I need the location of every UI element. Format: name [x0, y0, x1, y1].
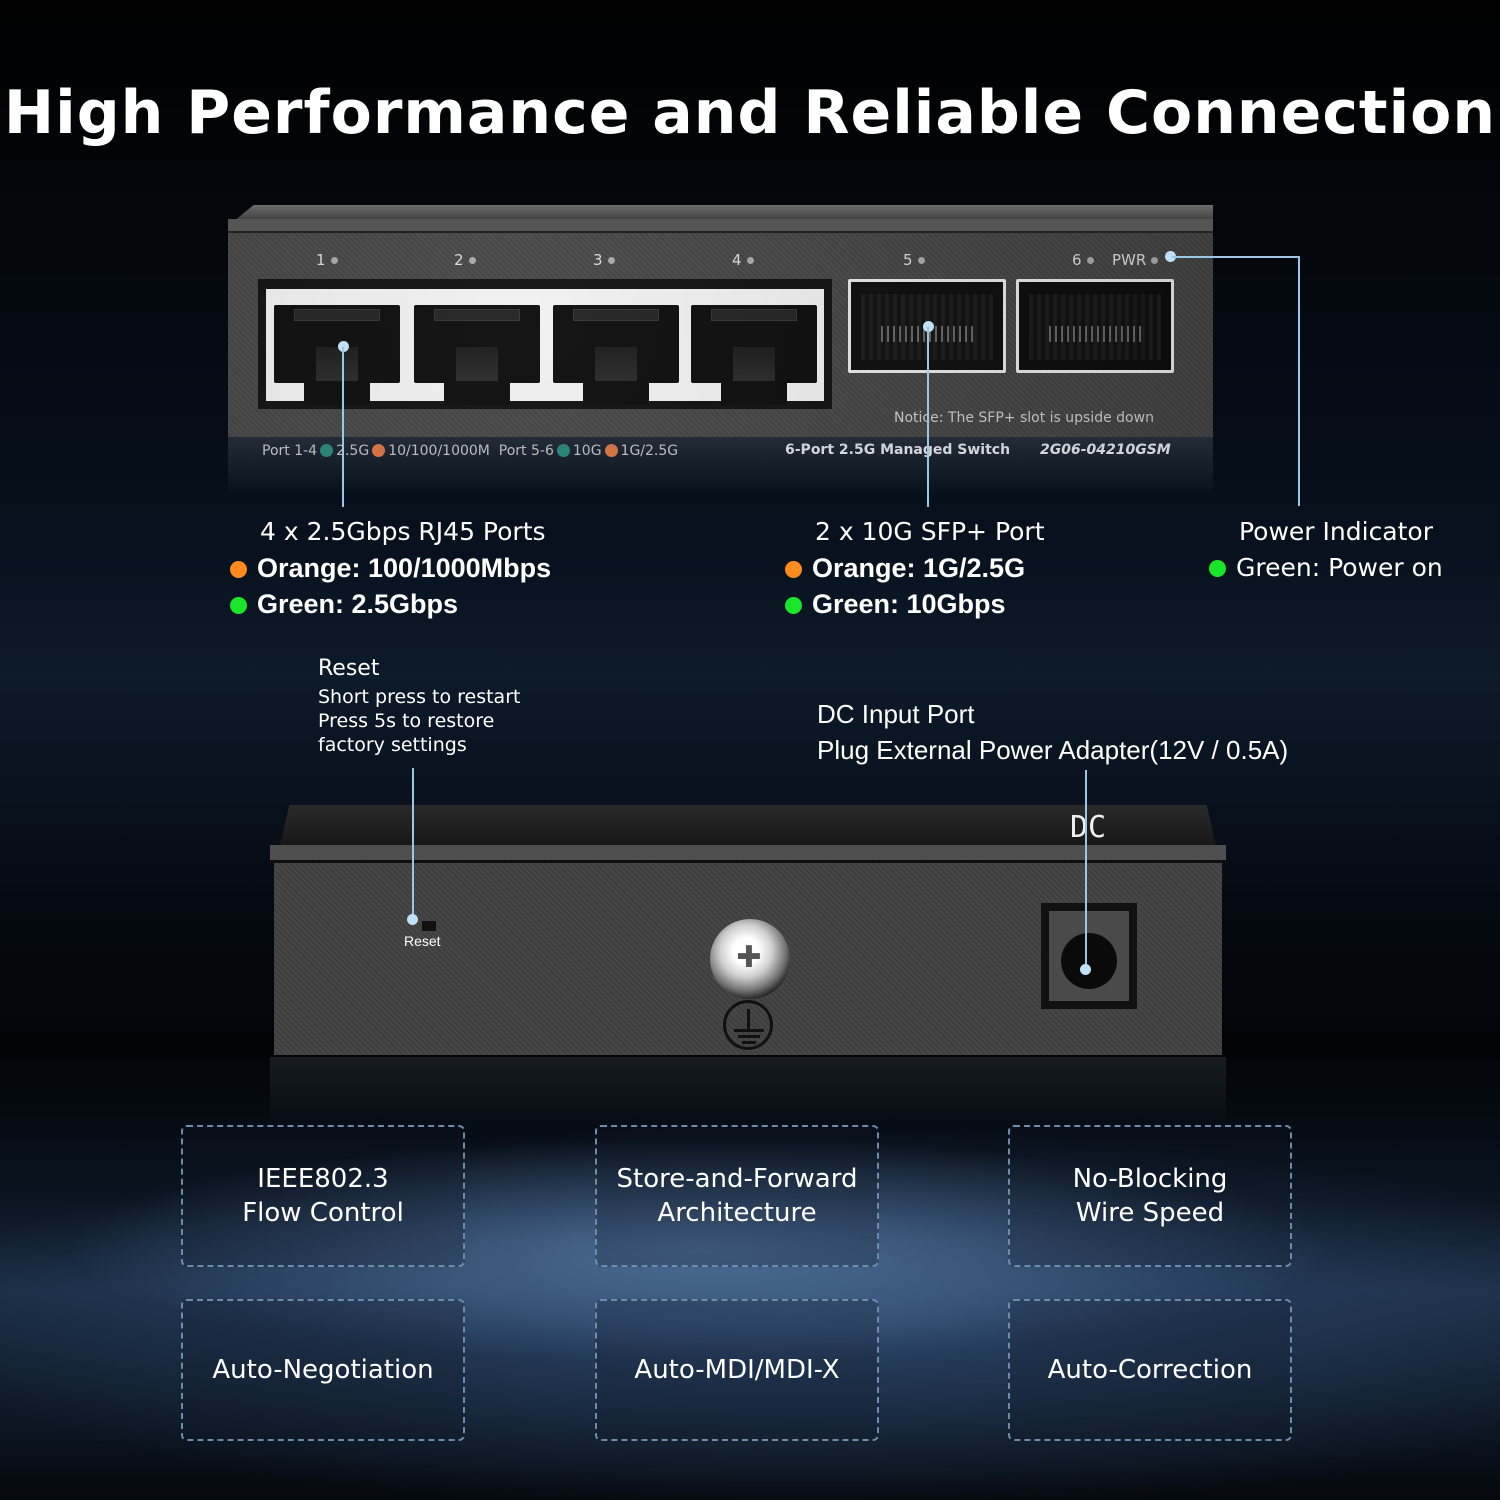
port-3-led-label: 3 — [593, 251, 615, 269]
model-name: 6-Port 2.5G Managed Switch — [785, 442, 1010, 458]
orange-bullet-icon — [230, 561, 247, 578]
pwr-callout-dot — [1165, 251, 1176, 262]
feature-auto-mdi: Auto-MDI/MDI-X — [595, 1299, 879, 1441]
sfp-callout-line — [927, 327, 929, 507]
ground-screw-icon: ✚ — [710, 919, 790, 999]
teal-dot-icon — [320, 444, 334, 457]
speed-legend: Port 1-42.5G10/100/1000M Port 5-610G1G/2… — [262, 443, 678, 459]
pwr-led-label: PWR — [1112, 251, 1159, 269]
dc-callout: DC Input Port Plug External Power Adapte… — [817, 699, 1289, 765]
feature-store-and-forward: Store-and-Forward Architecture — [595, 1125, 879, 1267]
reset-button[interactable] — [422, 921, 436, 931]
front-face: 1 2 3 4 5 6 PWR Notice: The SFP+ slot is… — [228, 233, 1213, 459]
switch-front-panel: 1 2 3 4 5 6 PWR Notice: The SFP+ slot is… — [228, 205, 1213, 459]
pwr-callout-hline — [1172, 256, 1300, 258]
rj45-port-3[interactable] — [553, 305, 679, 413]
reset-callout: Reset Short press to restart Press 5s to… — [318, 656, 521, 756]
pwr-led — [1151, 257, 1159, 264]
port-5-led-label: 5 — [903, 251, 925, 269]
feature-auto-correction: Auto-Correction — [1008, 1299, 1292, 1441]
port-3-led — [607, 257, 615, 264]
dc-callout-line — [1085, 770, 1087, 968]
orange-bullet-icon — [785, 561, 802, 578]
switch-rear-panel: Reset ✚ DC — [270, 805, 1226, 1057]
sfp-callout-dot — [923, 321, 934, 332]
green-bullet-icon — [785, 597, 802, 614]
green-bullet-icon — [1209, 560, 1226, 577]
rj45-port-4[interactable] — [691, 305, 817, 413]
rj45-callout-line — [342, 347, 344, 507]
sfp-callout: 2 x 10G SFP+ Port Orange: 1G/2.5G Green:… — [785, 514, 1045, 622]
page-title: High Performance and Reliable Connection — [3, 78, 1497, 148]
rj45-callout: 4 x 2.5Gbps RJ45 Ports Orange: 100/1000M… — [230, 514, 551, 622]
feature-flow-control: IEEE802.3 Flow Control — [181, 1125, 465, 1267]
teal-dot-icon — [556, 444, 570, 457]
model-code: 2G06-04210GSM — [1040, 442, 1171, 458]
port-1-led-label: 1 — [316, 251, 338, 269]
port-4-led-label: 4 — [732, 251, 754, 269]
power-callout: Power Indicator Green: Power on — [1209, 514, 1443, 586]
orange-dot-icon — [372, 444, 386, 457]
orange-dot-icon — [604, 444, 618, 457]
port-2-led-label: 2 — [454, 251, 476, 269]
feature-auto-negotiation: Auto-Negotiation — [181, 1299, 465, 1441]
dc-label: DC — [1070, 810, 1107, 845]
port-4-led — [746, 257, 754, 264]
chassis-lip — [228, 219, 1213, 233]
rj45-callout-dot — [338, 341, 349, 352]
feature-no-blocking: No-Blocking Wire Speed — [1008, 1125, 1292, 1267]
rear-panel-reflection — [270, 1057, 1226, 1127]
rj45-port-2[interactable] — [414, 305, 540, 413]
port-2-led — [468, 257, 476, 264]
reset-label: Reset — [404, 933, 441, 949]
port-6-led-label: 6 — [1072, 251, 1094, 269]
port-1-led — [330, 257, 338, 264]
rj45-port-1[interactable] — [274, 305, 400, 413]
sfp-port-6[interactable] — [1016, 279, 1174, 373]
sfp-notice: Notice: The SFP+ slot is upside down — [894, 410, 1154, 426]
port-5-led — [917, 257, 925, 264]
chassis-top-edge — [234, 205, 1213, 221]
reset-callout-line — [412, 768, 414, 918]
reset-callout-dot — [407, 914, 418, 925]
green-bullet-icon — [230, 597, 247, 614]
front-panel-reflection — [228, 437, 1213, 497]
port-6-led — [1086, 257, 1094, 264]
dc-callout-dot — [1080, 964, 1091, 975]
pwr-callout-vline — [1298, 256, 1300, 506]
ground-symbol-icon — [723, 1000, 773, 1050]
dc-input-jack[interactable] — [1041, 903, 1137, 1009]
